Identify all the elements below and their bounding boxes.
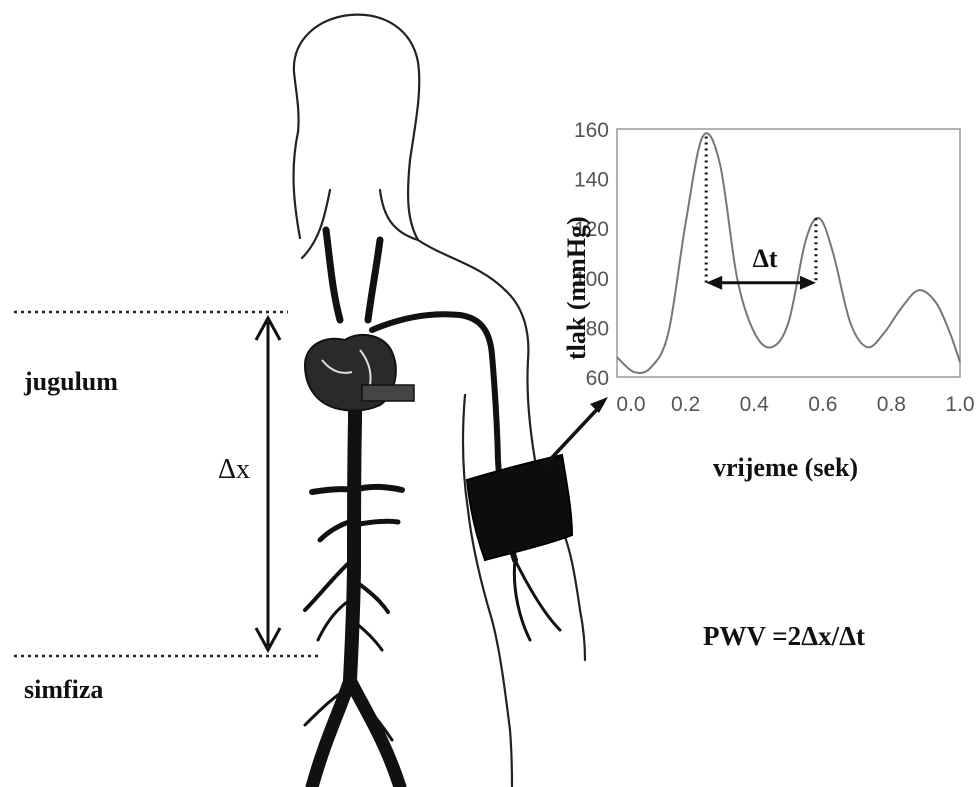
carotid-right xyxy=(368,240,380,320)
right-iliac xyxy=(350,680,400,787)
body-left-outline xyxy=(294,15,420,240)
heart-illustration xyxy=(305,335,414,411)
x-tick-label: 0.4 xyxy=(740,393,770,416)
y-tick-label: 140 xyxy=(574,169,609,192)
delta-x-label: Δx xyxy=(218,454,250,485)
y-tick-label: 160 xyxy=(574,119,609,142)
bp-cuff xyxy=(467,397,608,560)
branch-left-1 xyxy=(312,489,354,492)
pwv-formula: PWV =2Δx/Δt xyxy=(703,621,865,651)
chart-frame xyxy=(617,129,960,377)
y-axis-label: tlak (mmHg) xyxy=(562,216,591,360)
x-tick-label: 0.6 xyxy=(808,393,837,416)
reference-markers xyxy=(14,312,320,656)
left-iliac xyxy=(312,680,350,787)
heart-block xyxy=(362,385,414,401)
simfiza-label: simfiza xyxy=(24,675,103,704)
cuff-arrow-head xyxy=(590,397,608,413)
branch-right-1 xyxy=(354,487,402,490)
cuff-arrow-line xyxy=(545,403,603,465)
x-tick-label: 1.0 xyxy=(945,393,974,416)
neck-right xyxy=(380,190,418,240)
x-tick-label: 0.0 xyxy=(616,393,645,416)
cuff-shape xyxy=(467,455,572,560)
branch-right-2 xyxy=(354,521,398,525)
x-tick-label: 0.8 xyxy=(877,393,906,416)
delta-t-label: Δt xyxy=(753,244,778,273)
x-axis-label: vrijeme (sek) xyxy=(713,453,858,482)
jugulum-label: jugulum xyxy=(23,367,118,396)
arm-inner-outline xyxy=(463,395,512,787)
carotid-left xyxy=(326,230,340,320)
x-tick-label: 0.2 xyxy=(671,393,700,416)
x-ticks: 0.0 0.2 0.4 0.6 0.8 1.0 xyxy=(616,393,974,416)
y-tick-label: 60 xyxy=(586,367,609,390)
